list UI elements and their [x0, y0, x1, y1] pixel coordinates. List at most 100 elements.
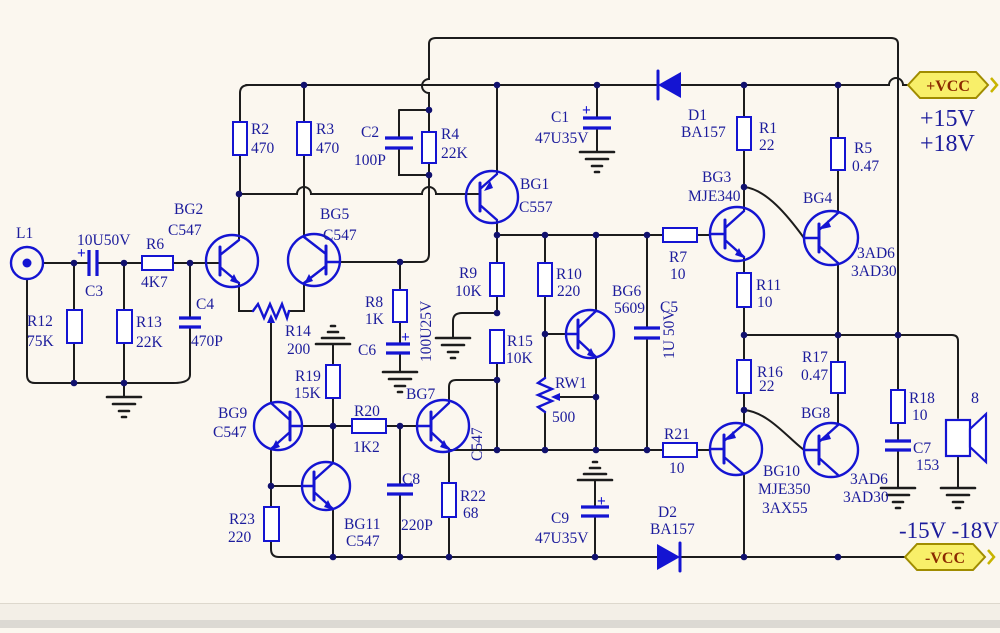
- resistor-R10: [537, 262, 553, 297]
- vcc-pos-tag: +VCC: [906, 71, 999, 99]
- ground-r9-r15: [434, 336, 472, 360]
- resistor-R7: [662, 227, 698, 243]
- label-bg5: BG5: [320, 206, 350, 223]
- resistor-R11: [736, 272, 752, 308]
- label-bg4: BG4: [803, 190, 833, 207]
- label-c6-plus: +: [401, 329, 410, 346]
- resistor-R19: [325, 364, 341, 399]
- transistor-BG4: [802, 209, 860, 267]
- label-r12: R12: [27, 313, 53, 330]
- label-plus18: +18V: [920, 131, 976, 157]
- label-r9: R9: [459, 265, 477, 282]
- ground-symbols: [105, 150, 977, 510]
- input-jack-L1: [9, 245, 45, 281]
- label-bg10-type1: MJE350: [758, 481, 811, 498]
- label-bg11: BG11: [344, 516, 380, 533]
- resistor-R20: [351, 418, 387, 434]
- capacitor-C9: [581, 505, 609, 518]
- label-r16: R16: [757, 364, 783, 381]
- label-minus-volts: -15V -18V: [899, 518, 999, 543]
- label-bg8: BG8: [801, 405, 831, 422]
- transistor-BG8: [802, 421, 860, 479]
- vcc-neg-label: -VCC: [925, 550, 965, 567]
- label-r13-val: 22K: [136, 334, 164, 351]
- label-bg1-type: C557: [519, 199, 553, 216]
- label-bg3-type: MJE340: [688, 188, 741, 205]
- label-r20: R20: [354, 403, 380, 420]
- resistor-R4: [421, 131, 437, 164]
- transistor-BG6: [564, 308, 616, 360]
- label-r22: R22: [460, 488, 486, 505]
- transistor-BG7: [415, 398, 471, 454]
- label-c2-val: 100P: [354, 152, 386, 169]
- resistor-R21: [662, 442, 698, 458]
- ground-c9-inverted: [576, 460, 614, 482]
- label-r11-val: 10: [757, 294, 773, 311]
- label-speaker-ohms: 8: [971, 390, 979, 407]
- transistor-BG9: [252, 400, 304, 452]
- transistor-BG11: [300, 460, 352, 512]
- label-c9-volt: 47U35V: [535, 530, 589, 547]
- label-rw1-val: 500: [552, 409, 576, 426]
- label-r15: R15: [507, 333, 533, 350]
- label-r19-val: 15K: [294, 385, 322, 402]
- label-r1-val: 22: [759, 137, 775, 154]
- label-c9: C9: [551, 510, 569, 527]
- label-r7-val: 10: [670, 266, 686, 283]
- label-r10-val: 220: [557, 283, 581, 300]
- transistor-BG2: [204, 233, 260, 289]
- transistor-BG5: [286, 232, 342, 288]
- bottom-strip: [0, 603, 1000, 621]
- label-bg6-type: 5609: [614, 300, 645, 317]
- resistor-R2: [232, 121, 248, 156]
- ground-speaker: [939, 486, 977, 510]
- label-r5-val: 0.47: [852, 158, 879, 175]
- ground-r19-inverted: [314, 324, 352, 346]
- label-c3: C3: [85, 283, 103, 300]
- resistor-R17: [830, 361, 846, 394]
- label-d2-type: BA157: [650, 521, 695, 538]
- label-r18-val: 10: [912, 407, 928, 424]
- label-bg4-type2: 3AD30: [851, 263, 897, 280]
- label-bg9-type: C547: [213, 424, 247, 441]
- label-r9-val: 10K: [455, 283, 483, 300]
- label-r19: R19: [295, 368, 321, 385]
- label-r12-val: 75K: [27, 333, 55, 350]
- capacitor-C7: [885, 439, 911, 452]
- wires-layer: [26, 37, 959, 558]
- label-l1: L1: [16, 225, 33, 242]
- label-r4: R4: [441, 126, 459, 143]
- resistor-R6: [141, 255, 174, 271]
- label-c2: C2: [361, 124, 379, 141]
- label-bg11-type: C547: [346, 533, 380, 550]
- label-bg7: BG7: [406, 386, 436, 403]
- label-bg6: BG6: [612, 283, 642, 300]
- label-c1: C1: [551, 109, 569, 126]
- label-bg3: BG3: [702, 169, 732, 186]
- label-d1-type: BA157: [681, 124, 726, 141]
- label-r23-val: 220: [228, 529, 252, 546]
- diode-D2: [657, 541, 682, 573]
- capacitor-C8: [387, 483, 413, 496]
- label-r2: R2: [251, 121, 269, 138]
- label-r15-val: 10K: [506, 350, 534, 367]
- label-r22-val: 68: [463, 505, 479, 522]
- label-r6: R6: [146, 236, 164, 253]
- label-r8: R8: [365, 294, 383, 311]
- label-r6-val: 4K7: [141, 274, 168, 291]
- vcc-neg-tag: -VCC: [903, 543, 996, 571]
- label-bg1: BG1: [520, 176, 549, 193]
- resistor-R18: [890, 389, 906, 424]
- capacitors: [87, 116, 911, 518]
- transistor-BG3: [708, 205, 766, 263]
- label-bg8-type1: 3AD6: [850, 471, 888, 488]
- label-r23: R23: [229, 511, 255, 528]
- ground-c7: [879, 486, 917, 510]
- ground-c1: [578, 150, 616, 174]
- speaker: [944, 411, 988, 465]
- label-c7: C7: [913, 440, 931, 457]
- label-bg10: BG10: [763, 463, 800, 480]
- diode-D1: [656, 69, 681, 101]
